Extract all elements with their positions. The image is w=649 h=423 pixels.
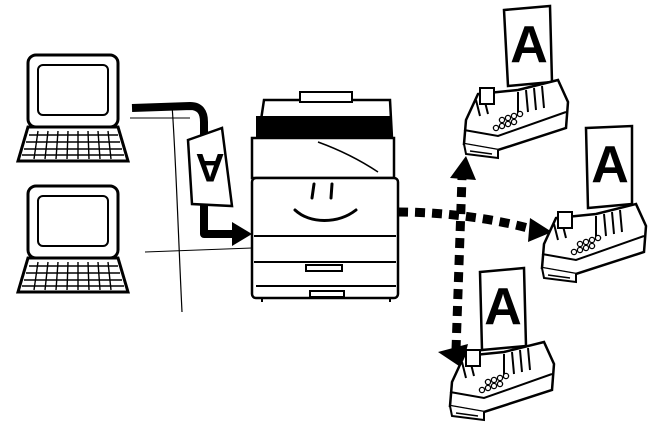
fax-right-page-letter: A xyxy=(591,136,629,194)
distribution-arrows xyxy=(397,156,552,368)
dotted-arrow-up-head xyxy=(450,156,476,180)
network-riser-line xyxy=(171,104,183,313)
fax-bottom-page-letter: A xyxy=(484,278,522,336)
cable-line-lower xyxy=(144,247,253,253)
fax-top-page-letter: A xyxy=(510,16,548,74)
multifunction-printer-icon xyxy=(250,91,400,302)
smiling-face-icon xyxy=(293,182,358,222)
dotted-arrow-right xyxy=(397,207,537,235)
laptop-computer-icon-1 xyxy=(16,53,130,163)
send-arrow-head xyxy=(232,222,252,246)
dotted-arrow-right-head xyxy=(528,218,552,242)
sent-page: A xyxy=(186,126,234,208)
dotted-arrow-vertical xyxy=(451,177,467,351)
fax-machine-bottom: A xyxy=(448,266,556,422)
laptop-computer-icon-2 xyxy=(16,184,130,294)
fax-machine-top: A xyxy=(462,4,570,160)
send-arrow xyxy=(131,102,236,238)
sent-page-letter: A xyxy=(196,145,225,189)
fax-machine-right: A xyxy=(540,124,648,284)
